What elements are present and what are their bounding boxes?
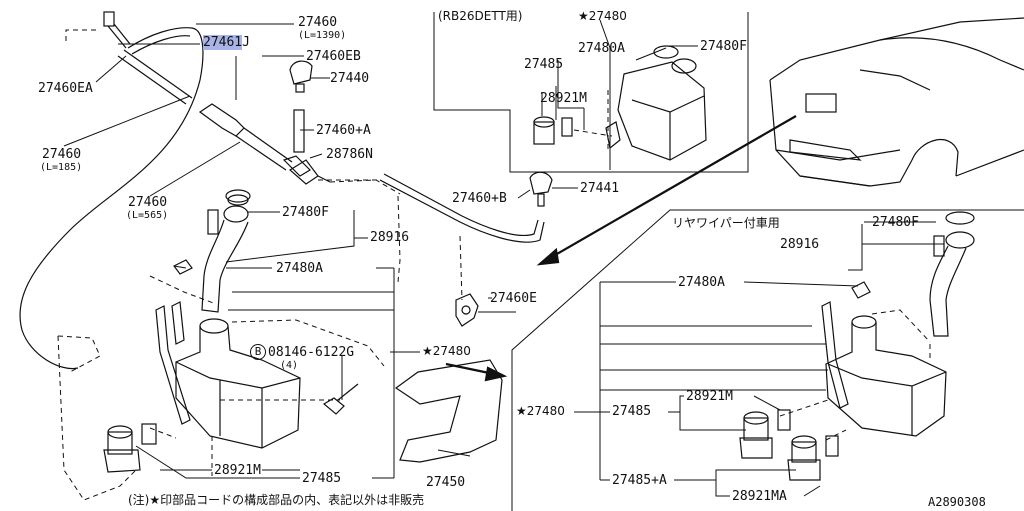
label-rb-27480F: 27480F xyxy=(700,39,747,54)
rb-pump xyxy=(533,116,621,150)
label-27460EA: 27460EA xyxy=(38,81,93,96)
label-rear-27480A: 27480A xyxy=(678,275,725,290)
washer-pump-left xyxy=(103,423,157,473)
rear-pump-2 xyxy=(787,435,839,481)
label-27440: 27440 xyxy=(330,71,370,86)
label-rb-star-27480: ★27480 xyxy=(578,9,627,23)
label-27460B: 27460+B xyxy=(452,191,507,206)
joint-28786N xyxy=(288,159,331,185)
label-rb-header: (RB26DETT用) xyxy=(438,9,523,23)
label-27480F-left: 27480F xyxy=(282,205,329,220)
washer-nozzle-27440 xyxy=(289,60,313,93)
label-28916-left: 28916 xyxy=(370,230,410,245)
label-27460EB: 27460EB xyxy=(306,49,361,64)
label-27460-top-length: (L=1390) xyxy=(298,30,347,41)
connector-27460EB xyxy=(198,103,311,177)
pointer-arrows xyxy=(445,115,797,382)
leader-lines xyxy=(63,19,944,497)
rear-washer-tank xyxy=(825,315,947,437)
label-bolt-circle: B xyxy=(250,344,266,360)
label-28786N: 28786N xyxy=(326,147,373,162)
rear-bolt xyxy=(851,281,871,299)
label-27460E: 27460E xyxy=(490,291,537,306)
hose-27461 xyxy=(117,49,193,105)
label-bolt-code: 08146-6122G xyxy=(268,345,355,360)
label-rear-27480F: 27480F xyxy=(872,215,919,230)
car-outline xyxy=(769,17,1024,187)
small-bolt-left xyxy=(173,259,193,275)
label-27485-left: 27485 xyxy=(302,471,342,486)
label-rear-header: リヤワイパー付車用 xyxy=(672,216,780,230)
label-star-27480-mid: ★27480 xyxy=(422,344,471,358)
label-27461-suffix: J xyxy=(242,35,250,50)
long-washer-hose xyxy=(19,27,204,370)
label-rear-28921MA: 28921MA xyxy=(732,489,787,504)
label-28921M-left: 28921M xyxy=(214,463,261,478)
tank-bracket-left xyxy=(155,301,191,425)
hose-27460B xyxy=(379,173,545,243)
rear-tank-bracket xyxy=(821,301,849,409)
bracket-27450 xyxy=(394,359,503,463)
footnote: (注)★印部品コードの構成部品の内、表記以外は非販売 xyxy=(128,493,425,507)
label-rear-27485A: 27485+A xyxy=(612,473,667,488)
label-rear-27485: 27485 xyxy=(612,404,652,419)
rear-filler-neck xyxy=(929,211,975,337)
label-bolt-qty: (4) xyxy=(280,360,299,371)
dashed-guides xyxy=(57,29,931,501)
label-27461-wrap: 27461J xyxy=(203,35,250,50)
label-27441: 27441 xyxy=(580,181,620,196)
label-rear-28921M: 28921M xyxy=(686,389,733,404)
label-27461-highlighted[interactable]: 27461 xyxy=(203,35,243,50)
diagram-code: A2890308 xyxy=(928,495,986,509)
label-rb-28921M: 28921M xyxy=(540,91,587,106)
rear-pump-1 xyxy=(739,409,791,459)
rb26-inset-frame xyxy=(433,12,749,173)
rear-section-divider xyxy=(511,209,1024,511)
check-valve-top xyxy=(103,11,131,49)
label-27480A-left: 27480A xyxy=(276,261,323,276)
rb-tank xyxy=(617,61,707,161)
label-rb-27485: 27485 xyxy=(524,57,564,72)
label-27460-mid-length: (L=565) xyxy=(126,210,169,221)
hose-27460A xyxy=(293,109,305,153)
label-27460-left: 27460 xyxy=(42,147,82,162)
label-27460-top: 27460 xyxy=(298,15,338,30)
label-rear-28916: 28916 xyxy=(780,237,820,252)
label-rear-star-27480: ★27480 xyxy=(516,404,565,418)
label-27460-mid: 27460 xyxy=(128,195,168,210)
clip-27460E xyxy=(455,293,479,327)
label-27460A: 27460+A xyxy=(316,123,371,138)
washer-nozzle-27441 xyxy=(529,171,553,207)
label-rb-27480A: 27480A xyxy=(578,41,625,56)
label-27450: 27450 xyxy=(426,475,466,490)
washer-tank-left xyxy=(175,318,301,449)
tank-bolt xyxy=(322,383,359,415)
filler-neck-left xyxy=(201,189,251,313)
label-27460-left-length: (L=185) xyxy=(40,162,83,173)
